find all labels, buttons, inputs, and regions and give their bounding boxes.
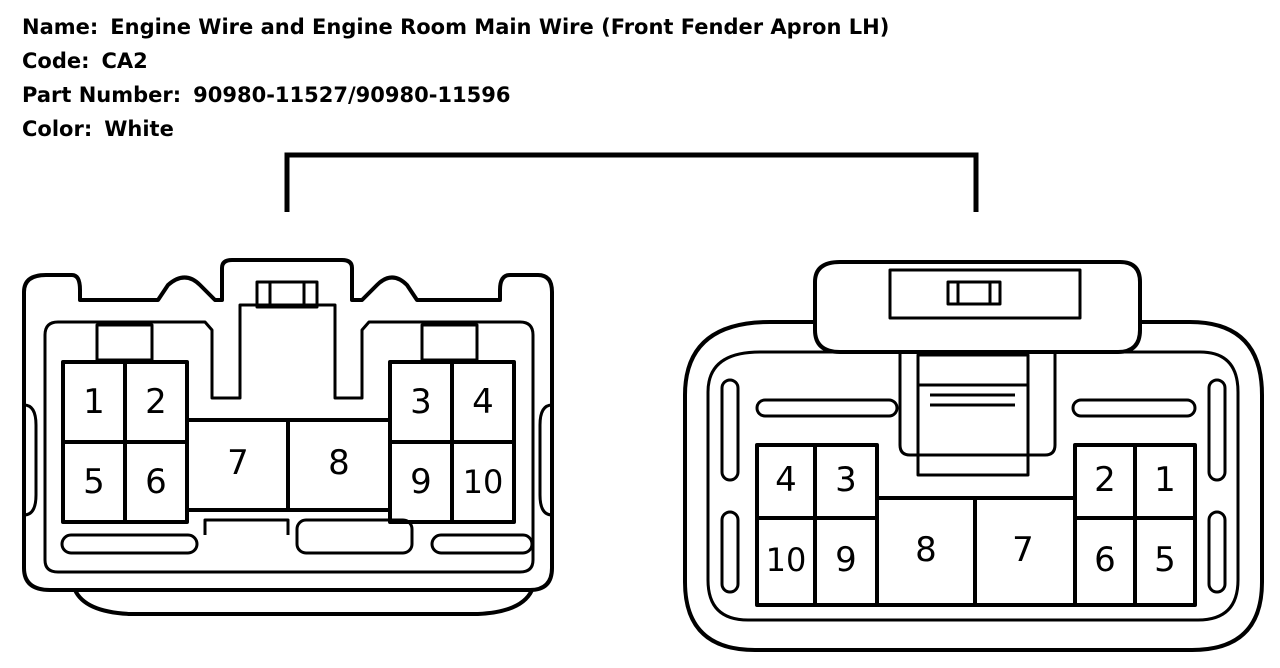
left-pin-10: 10 [463, 463, 504, 501]
right-pin-5: 5 [1154, 540, 1176, 580]
color-label: Color: [22, 117, 93, 141]
part-number-line: Part Number: 90980-11527/90980-11596 [22, 78, 889, 112]
right-connector-body [683, 320, 1264, 652]
color-value: White [104, 117, 174, 141]
left-pin-1: 1 [83, 382, 105, 422]
name-label: Name: [22, 15, 99, 39]
right-pin-4: 4 [775, 460, 797, 500]
left-connector-body [22, 258, 554, 592]
left-pin-3: 3 [410, 382, 432, 422]
right-pin-10: 10 [766, 541, 807, 579]
code-label: Code: [22, 49, 90, 73]
code-line: Code: CA2 [22, 44, 889, 78]
color-line: Color: White [22, 112, 889, 146]
left-pin-6: 6 [145, 462, 167, 502]
left-connector [22, 258, 554, 616]
connector-info: Name: Engine Wire and Engine Room Main Wi… [22, 10, 889, 146]
part-number-label: Part Number: [22, 83, 182, 107]
left-pin-7: 7 [227, 443, 249, 483]
left-pin-labels: 1 2 3 4 5 6 7 8 9 10 [83, 382, 503, 502]
left-connector-skirt [73, 589, 534, 616]
right-pin-9: 9 [835, 540, 857, 580]
right-connector-lock-housing [813, 260, 1142, 354]
right-pin-7: 7 [1012, 530, 1034, 570]
right-pin-2: 2 [1094, 460, 1116, 500]
left-pin-5: 5 [83, 462, 105, 502]
right-connector-rim [706, 350, 1240, 622]
left-pin-4: 4 [472, 382, 494, 422]
left-cavity-grid [61, 360, 516, 524]
code-value: CA2 [101, 49, 148, 73]
right-pin-8: 8 [915, 530, 937, 570]
name-value: Engine Wire and Engine Room Main Wire (F… [110, 15, 890, 39]
right-connector [683, 260, 1264, 652]
right-pin-1: 1 [1154, 460, 1176, 500]
part-number-value: 90980-11527/90980-11596 [193, 83, 511, 107]
view-bracket [284, 152, 979, 212]
left-connector-rim [43, 303, 535, 574]
left-pin-2: 2 [145, 382, 167, 422]
left-pin-8: 8 [328, 443, 350, 483]
name-line: Name: Engine Wire and Engine Room Main Wi… [22, 10, 889, 44]
left-pin-9: 9 [410, 462, 432, 502]
left-connector-latch [255, 280, 319, 309]
right-pin-3: 3 [835, 460, 857, 500]
right-pin-6: 6 [1094, 540, 1116, 580]
right-pin-labels: 4 3 2 1 10 9 8 7 6 5 [766, 460, 1176, 580]
right-cavity-grid [755, 443, 1197, 607]
